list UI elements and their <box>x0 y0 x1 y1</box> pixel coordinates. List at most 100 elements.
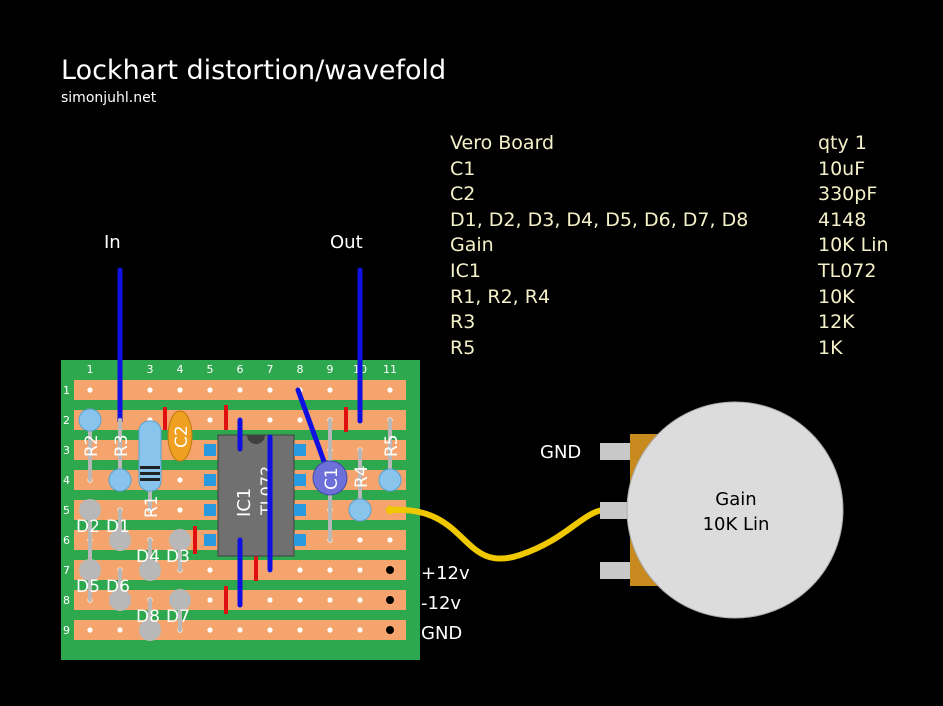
site-credit: simonjuhl.net <box>61 90 157 106</box>
bom-item-qty: 1K <box>818 336 843 359</box>
pot-name: Gain <box>715 489 756 510</box>
bom-item-name: C1 <box>450 157 476 180</box>
bom-item-name: D1, D2, D3, D4, D5, D6, D7, D8 <box>450 208 749 231</box>
c2-body <box>167 410 193 462</box>
c2-label: C2 <box>172 425 192 448</box>
board-hole <box>327 387 333 393</box>
row-number: 2 <box>63 414 70 427</box>
r1-label: R1 <box>142 495 162 518</box>
pot-gnd-label: GND <box>540 442 581 463</box>
ic-pin <box>204 504 216 516</box>
ic1-part-label: TL072 <box>257 466 276 516</box>
track-cut <box>163 407 167 430</box>
board-hole <box>357 597 363 603</box>
board-hole <box>387 537 393 543</box>
pot-terminal-gnd <box>600 443 634 460</box>
d4-label: D4 <box>136 547 160 567</box>
output-label: Out <box>330 232 363 253</box>
ic1-notch <box>247 435 265 444</box>
row-number: 4 <box>63 474 70 487</box>
bom-item-qty: 4148 <box>818 208 867 231</box>
ic-pin <box>294 474 306 486</box>
minus12-label: -12v <box>421 593 461 614</box>
ic-pin <box>294 504 306 516</box>
pot-value: 10K Lin <box>703 514 770 535</box>
c1-body <box>312 460 348 496</box>
board-hole <box>207 627 213 633</box>
board-hole <box>177 477 183 483</box>
ic-pin <box>204 534 216 546</box>
column-number: 5 <box>207 363 214 376</box>
board-hole <box>297 597 303 603</box>
board-hole <box>117 627 123 633</box>
component-labels: R2 R3 R1 C2 C1 R4 R5 D2 D1 D4 D3 D5 D6 D… <box>76 425 402 627</box>
d2-label: D2 <box>76 517 100 537</box>
ic-pin <box>204 444 216 456</box>
column-number: 8 <box>297 363 304 376</box>
column-number: 11 <box>383 363 397 376</box>
board-hole <box>267 627 273 633</box>
row-number: 5 <box>63 504 70 517</box>
bom-item-name: R1, R2, R4 <box>450 285 551 308</box>
row-number: 8 <box>63 594 70 607</box>
board-hole <box>237 387 243 393</box>
board-hole <box>207 597 213 603</box>
board-hole <box>327 597 333 603</box>
board-hole <box>267 387 273 393</box>
board-hole <box>177 387 183 393</box>
bom-item-name: R5 <box>450 336 476 359</box>
input-label: In <box>104 232 121 253</box>
board-hole <box>327 627 333 633</box>
row-number: 9 <box>63 624 70 637</box>
board-hole <box>87 387 93 393</box>
bom-item-qty: 10K <box>818 285 855 308</box>
board-hole <box>267 417 273 423</box>
column-number: 6 <box>237 363 244 376</box>
bom-item-qty: 12K <box>818 311 855 334</box>
bom-item-qty: 10K Lin <box>818 234 889 257</box>
bom-item-name: R3 <box>450 311 476 334</box>
bom-item-name: C2 <box>450 183 476 206</box>
c1-label: C1 <box>322 467 342 490</box>
r1-bands <box>140 466 160 481</box>
board-hole <box>237 627 243 633</box>
pot-wire-end <box>386 506 394 514</box>
rail-terminals <box>386 566 394 634</box>
bom-item-name: Vero Board <box>450 132 555 154</box>
r4-label: R4 <box>352 465 372 488</box>
row-number: 7 <box>63 564 70 577</box>
bom-item-qty: TL072 <box>818 260 877 282</box>
column-number: 1 <box>87 363 94 376</box>
bom-item-qty: qty 1 <box>818 132 867 154</box>
board-hole <box>387 387 393 393</box>
d7-label: D7 <box>166 607 190 627</box>
component-pads <box>78 408 402 641</box>
d5-label: D5 <box>76 577 100 597</box>
ic-pin <box>294 444 306 456</box>
board-hole <box>357 567 363 573</box>
ic1-pins <box>204 444 306 546</box>
column-number: 4 <box>177 363 184 376</box>
d8-label: D8 <box>136 607 160 627</box>
board-hole <box>327 567 333 573</box>
bom-item-name: Gain <box>450 234 494 257</box>
ic-pin <box>204 474 216 486</box>
gnd-rail-label: GND <box>421 623 462 644</box>
ic-pin <box>294 534 306 546</box>
r2-label: R2 <box>82 434 102 457</box>
row-number: 6 <box>63 534 70 547</box>
ic1-label: IC1 <box>234 488 255 517</box>
column-number: 7 <box>267 363 274 376</box>
d3-label: D3 <box>166 547 190 567</box>
bom-item-qty: 330pF <box>818 183 878 206</box>
track-cut <box>224 405 228 430</box>
pot-body <box>626 401 844 619</box>
bom-item-name: IC1 <box>450 260 481 282</box>
bom-item-qty: 10uF <box>818 157 866 180</box>
board-hole <box>207 417 213 423</box>
board-hole <box>357 537 363 543</box>
d6-label: D6 <box>106 577 130 597</box>
d1-label: D1 <box>106 517 130 537</box>
track-cut <box>193 526 197 554</box>
